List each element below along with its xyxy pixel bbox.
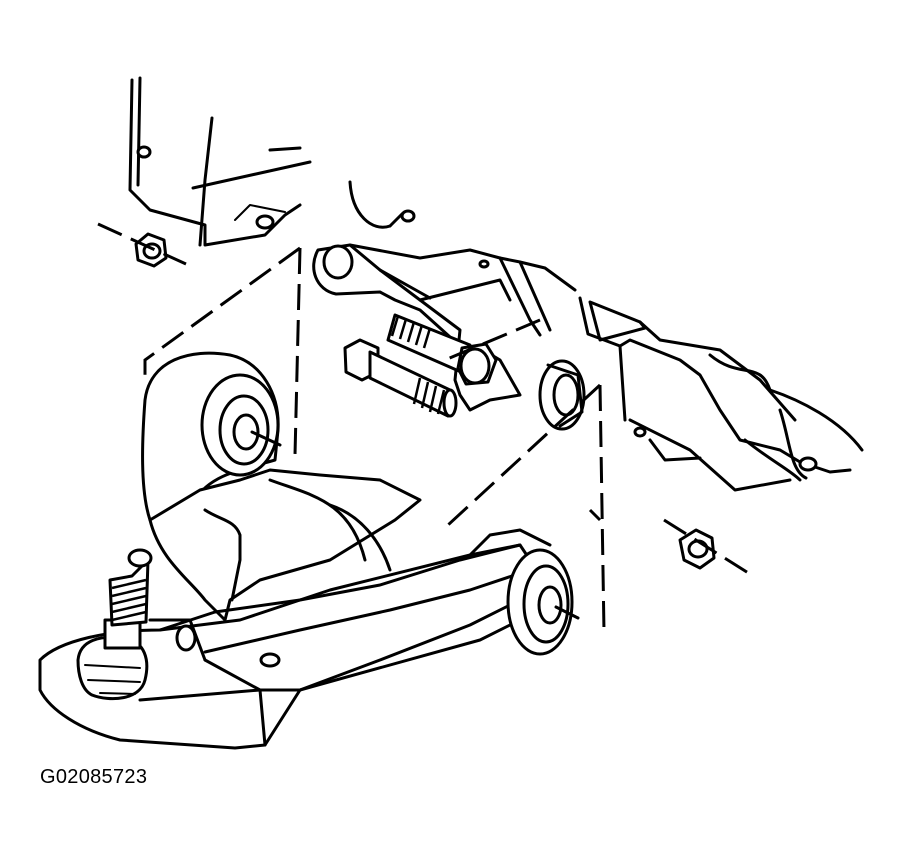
rear-bushing-housing: [141, 351, 282, 522]
frame-bracket-left: [128, 76, 312, 247]
alignment-lines: [143, 246, 606, 633]
frame-right: [538, 296, 864, 492]
lower-control-arm: [38, 468, 552, 750]
ball-joint: [76, 548, 153, 701]
front-bushing: [506, 548, 580, 656]
nut-upper-left-icon: [134, 232, 168, 268]
pivot-bolt-lower: [343, 338, 458, 418]
figure-id-label: G02085723: [40, 766, 148, 788]
